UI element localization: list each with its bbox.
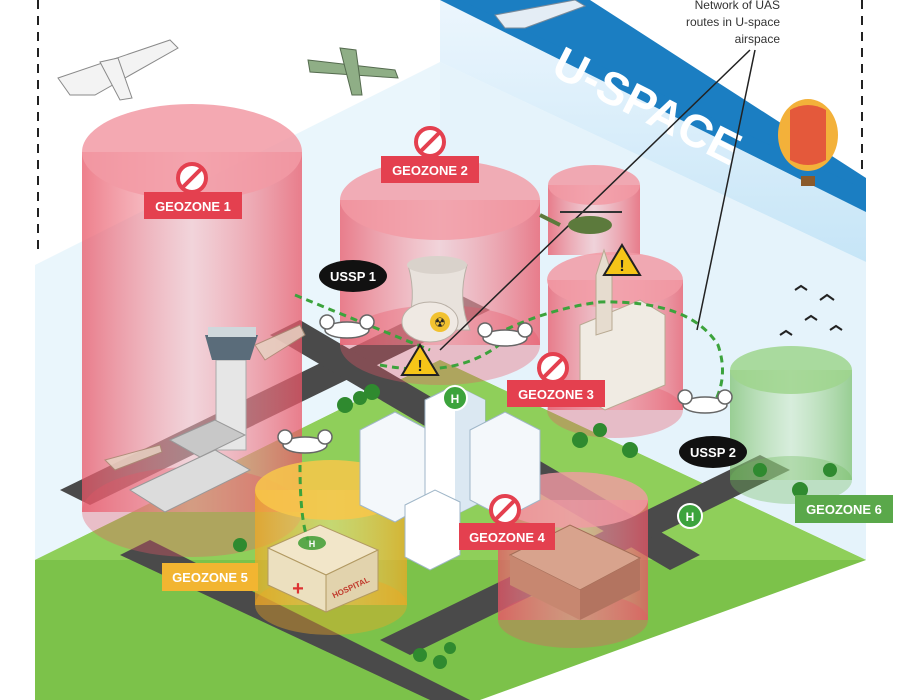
u-space-back-wall xyxy=(35,0,866,265)
svg-text:USSP 1: USSP 1 xyxy=(330,269,376,284)
svg-text:routes in U-space: routes in U-space xyxy=(686,15,780,29)
airplane-icon xyxy=(57,39,179,101)
airplane-icon xyxy=(307,47,399,96)
no-entry-icon xyxy=(176,162,208,194)
annotation-leaders xyxy=(439,49,756,351)
bird-icons xyxy=(779,284,843,336)
svg-text:Network of UAS: Network of UAS xyxy=(695,0,780,12)
svg-text:!: ! xyxy=(619,258,624,275)
svg-text:GEOZONE 1: GEOZONE 1 xyxy=(155,199,231,214)
svg-text:GEOZONE 5: GEOZONE 5 xyxy=(172,570,248,585)
geozone-4-label: GEOZONE 4 xyxy=(459,523,555,550)
drone-icon xyxy=(677,389,733,414)
svg-text:GEOZONE 3: GEOZONE 3 xyxy=(518,387,594,402)
drone-icon xyxy=(319,314,375,339)
route-network-annotation: Network of UAS routes in U-space airspac… xyxy=(686,0,780,46)
helipad-skyscraper: H xyxy=(442,385,468,411)
control-tower xyxy=(205,327,258,451)
ussp-2-badge: USSP 2 xyxy=(679,436,747,468)
helipad-ground: H xyxy=(677,503,703,529)
svg-text:!: ! xyxy=(417,358,422,375)
svg-text:GEOZONE 4: GEOZONE 4 xyxy=(469,530,546,545)
helicopter-icon xyxy=(539,211,622,234)
svg-text:☢: ☢ xyxy=(434,315,446,330)
svg-text:USSP 2: USSP 2 xyxy=(690,445,736,460)
drone-icon xyxy=(277,429,333,454)
svg-text:airspace: airspace xyxy=(735,32,781,46)
tree-icons xyxy=(233,384,837,669)
airplane-icon xyxy=(254,324,306,361)
geozone-5-label: GEOZONE 5 xyxy=(162,563,258,591)
svg-text:H: H xyxy=(309,539,316,549)
warning-icon: ! xyxy=(400,343,440,376)
hospital: + HOSPITAL H xyxy=(266,524,380,613)
airplane-icon xyxy=(104,444,163,471)
no-entry-icon xyxy=(537,352,569,384)
geozone-3-label: GEOZONE 3 xyxy=(507,380,605,407)
geozone-6-label: GEOZONE 6 xyxy=(795,495,893,523)
geozone-6-volume xyxy=(730,346,852,504)
drone-icons xyxy=(277,314,733,454)
drone-icon xyxy=(477,322,533,347)
nuclear-plant: ☢ xyxy=(401,256,471,343)
svg-text:H: H xyxy=(686,510,695,524)
title-band-lower xyxy=(440,0,866,212)
city-skyscrapers xyxy=(359,384,541,571)
svg-text:GEOZONE 2: GEOZONE 2 xyxy=(392,163,468,178)
svg-text:H: H xyxy=(451,392,460,406)
helipad-icon xyxy=(298,536,326,550)
geozone-1-label: GEOZONE 1 xyxy=(144,192,242,219)
no-entry-icon xyxy=(489,494,521,526)
hospital-cross-icon: + xyxy=(292,578,304,600)
airport-buildings xyxy=(128,419,252,513)
hot-air-balloon-icon xyxy=(778,99,838,186)
svg-text:GEOZONE 6: GEOZONE 6 xyxy=(806,502,882,517)
uas-route-network xyxy=(294,293,724,541)
ussp-1-badge: USSP 1 xyxy=(319,260,387,292)
radiation-icon xyxy=(430,312,450,332)
geozone-2-label: GEOZONE 2 xyxy=(381,156,479,183)
airplane-icon xyxy=(494,0,587,29)
no-entry-icon xyxy=(414,126,446,158)
warning-icon: ! xyxy=(602,243,642,276)
title-band xyxy=(440,0,866,210)
